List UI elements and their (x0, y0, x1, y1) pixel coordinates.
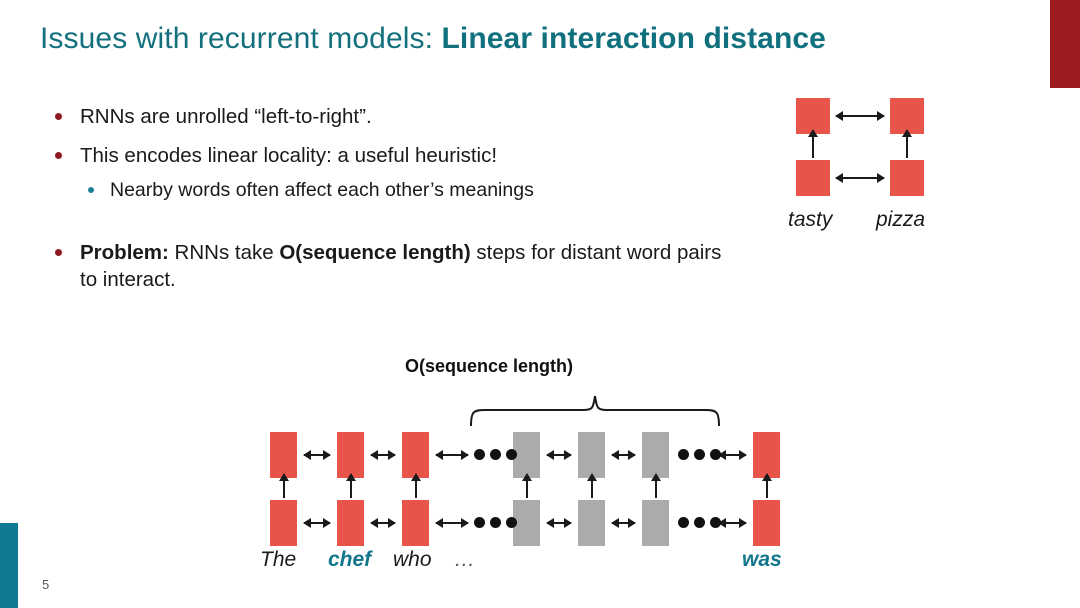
arrow-v-2 (411, 473, 421, 498)
page-title-emphasis: Linear interaction distance (441, 22, 826, 55)
word-label-the: The (260, 548, 297, 571)
word-label-was: was (742, 548, 782, 571)
mini-arrow-vertical-right (902, 129, 912, 158)
node-bottom-2 (402, 500, 429, 546)
arrow-h-bottom-7 (718, 518, 747, 528)
arrow-h-top-1 (370, 450, 396, 460)
arrow-v-1 (346, 473, 356, 498)
arrow-h-bottom-0 (303, 518, 331, 528)
node-top-4 (513, 432, 540, 478)
arrow-h-bottom-1 (370, 518, 396, 528)
arrow-v-0 (279, 473, 289, 498)
ellipsis-dot (710, 517, 721, 528)
mini-word-label-1: pizza (876, 208, 926, 231)
arrow-h-bottom-2 (435, 518, 469, 528)
ellipsis-dot (694, 449, 705, 460)
ellipsis-dot (710, 449, 721, 460)
ellipsis-dot (678, 449, 689, 460)
word-label-who: who (393, 548, 432, 571)
node-bottom-4 (513, 500, 540, 546)
mini-node-top-left (796, 98, 830, 134)
problem-tail: steps for distant word pairs to interact… (80, 241, 722, 291)
tasty-pizza-diagram: tasty pizza (780, 88, 960, 248)
arrow-h-bottom-5 (611, 518, 636, 528)
mini-word-label-0: tasty (788, 208, 833, 231)
ellipsis-dot (474, 517, 485, 528)
mini-arrow-horizontal-top (835, 111, 885, 121)
bullet-item-1: This encodes linear locality: a useful h… (42, 143, 732, 169)
arrow-h-top-2 (435, 450, 469, 460)
ellipsis-dot (490, 517, 501, 528)
ellipsis-dot (694, 517, 705, 528)
arrow-h-top-4 (546, 450, 572, 460)
node-top-0 (270, 432, 297, 478)
arrow-v-4 (522, 473, 532, 498)
ellipsis-dot (490, 449, 501, 460)
arrow-v-5 (587, 473, 597, 498)
mini-node-top-right (890, 98, 924, 134)
bullet-list: RNNs are unrolled “left-to-right”. This … (42, 104, 732, 307)
node-bottom-6 (642, 500, 669, 546)
arrow-h-top-5 (611, 450, 636, 460)
node-bottom-1 (337, 500, 364, 546)
decorative-bar-bottom-left (0, 523, 18, 608)
node-top-2 (402, 432, 429, 478)
arrow-v-6 (651, 473, 661, 498)
decorative-bar-top-right (1050, 0, 1080, 88)
bullet-item-0: RNNs are unrolled “left-to-right”. (42, 104, 732, 130)
node-top-6 (642, 432, 669, 478)
page-title-plain: Issues with recurrent models: (40, 22, 442, 55)
ellipsis-dot (678, 517, 689, 528)
word-label-ellipsis: … (454, 548, 475, 571)
ellipsis-dot (474, 449, 485, 460)
page-number: 5 (42, 577, 50, 592)
node-bottom-8 (753, 500, 780, 546)
mini-node-bottom-right (890, 160, 924, 196)
mini-node-bottom-left (796, 160, 830, 196)
mini-arrow-vertical-left (808, 129, 818, 158)
node-bottom-5 (578, 500, 605, 546)
arrow-v-8 (762, 473, 772, 498)
node-top-1 (337, 432, 364, 478)
word-label-chef: chef (328, 548, 372, 571)
arrow-h-bottom-4 (546, 518, 572, 528)
brace-label: O(sequence length) (405, 356, 574, 376)
problem-lead: Problem: (80, 241, 169, 265)
arrow-h-top-7 (718, 450, 747, 460)
node-top-5 (578, 432, 605, 478)
problem-mid: RNNs take (168, 241, 280, 265)
ellipsis-dot (506, 449, 517, 460)
curly-brace-icon (470, 395, 720, 427)
arrow-h-top-0 (303, 450, 331, 460)
problem-emphasis: O(sequence length) (279, 241, 471, 265)
page-title: Issues with recurrent models: Linear int… (40, 22, 826, 56)
unrolled-rnn-diagram: O(sequence length) (250, 352, 820, 592)
bullet-item-2: Nearby words often affect each other’s m… (42, 178, 732, 203)
bullet-item-problem: Problem: RNNs take O(sequence length) st… (42, 240, 732, 293)
mini-arrow-horizontal-bottom (835, 173, 885, 183)
ellipsis-dot (506, 517, 517, 528)
node-top-8 (753, 432, 780, 478)
node-bottom-0 (270, 500, 297, 546)
